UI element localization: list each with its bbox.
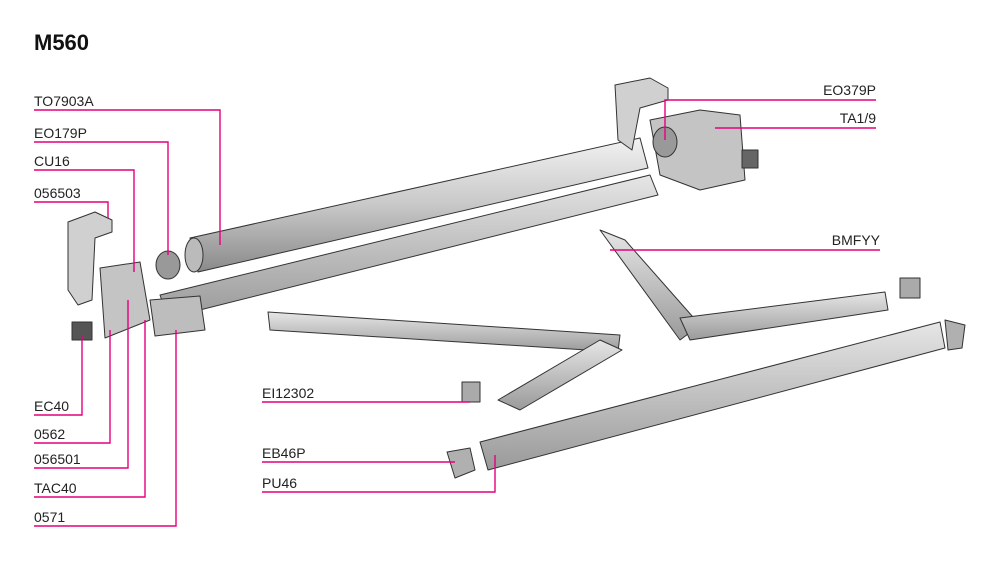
left-support	[99, 261, 151, 339]
label-pu46: PU46	[262, 475, 298, 491]
label-bmfyy: BMFYY	[831, 232, 880, 248]
left-arm-upper	[267, 311, 621, 353]
end-cap-eo179p	[155, 250, 181, 280]
left-wall-bracket	[67, 211, 113, 306]
label-056503: 056503	[34, 185, 81, 201]
label-ei12302: EI12302	[262, 385, 315, 401]
page-title: M560	[34, 30, 90, 55]
right-wall-bracket	[614, 77, 669, 151]
label-eb46p: EB46P	[262, 445, 306, 461]
right-support	[649, 109, 746, 191]
leader-lines	[34, 99, 880, 527]
label-ec40: EC40	[34, 398, 70, 414]
part-ei12302	[461, 381, 481, 403]
end-cap-eb46p	[446, 447, 476, 479]
label-eo179p: EO179P	[34, 125, 87, 141]
label-0562: 0562	[34, 426, 66, 442]
label-tac40: TAC40	[34, 480, 77, 496]
label-eo379p: EO379P	[823, 82, 876, 98]
label-056501: 056501	[34, 451, 81, 467]
left-arm-lower	[497, 339, 623, 411]
label-to7903a: TO7903A	[34, 93, 94, 109]
right-arm-lower	[679, 291, 889, 341]
label-0571: 0571	[34, 509, 66, 525]
label-cu16: CU16	[34, 153, 70, 169]
label-ta1-9: TA1/9	[839, 110, 876, 126]
front-profile-pu46	[479, 321, 946, 471]
